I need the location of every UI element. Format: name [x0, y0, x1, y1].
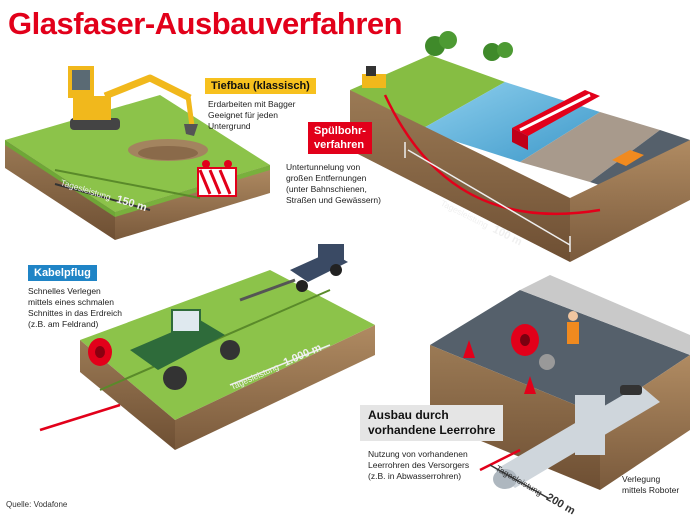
leerrohre-description: Nutzung von vorhandenen Leerrohren des V…: [368, 449, 469, 482]
robot-note: Verlegung mittels Roboter: [622, 474, 679, 496]
spuelbohr-desc-line: Straßen und Gewässern): [286, 195, 381, 205]
drill-rig-icon: [362, 66, 386, 88]
kabelpflug-block: Tagesleistung 1.000 m: [39, 244, 375, 450]
spuelbohr-desc-line: großen Entfernungen: [286, 173, 367, 183]
tiefbau-desc-line: Geeignet für jeden: [208, 110, 278, 120]
page-title: Glasfaser-Ausbauverfahren: [8, 6, 403, 41]
traffic-cone-icon: [524, 376, 536, 394]
leerrohre-desc-line: (z.B. in Abwasserrohren): [368, 471, 462, 481]
worker-icon: [567, 311, 579, 344]
kabelpflug-desc-line: Schnelles Verlegen: [28, 286, 101, 296]
robot-note-line: Verlegung: [622, 474, 661, 484]
robot-note-line: mittels Roboter: [622, 485, 680, 495]
spuelbohr-label-line: Spülbohr-: [314, 125, 366, 137]
cable-reel-icon: [511, 324, 555, 370]
barrier-icon: [197, 160, 237, 197]
sewer-pipe-icon: [493, 385, 660, 489]
kabelpflug-ground-front: [80, 340, 175, 450]
kabelpflug-label: Kabelpflug: [28, 265, 97, 281]
leerrohre-side: [600, 355, 690, 490]
spuelbohr-description: Untertunnelung von großen Entfernungen (…: [286, 162, 381, 206]
robot-icon: [620, 385, 642, 395]
spuelbohr-label: Spülbohr- verfahren: [308, 122, 372, 154]
kabelpflug-desc-line: mittels eines schmalen: [28, 297, 114, 307]
source-credit: Quelle: Vodafone: [6, 500, 68, 509]
tiefbau-block: Tagesleistung 150 m: [5, 66, 270, 240]
spuelbohr-rails: [520, 112, 660, 182]
leerrohre-sidewalk: [520, 275, 690, 355]
traffic-cone-icon: [463, 340, 475, 358]
spuelbohr-block: Tagesleistung 100 m: [350, 31, 690, 262]
spuelbohr-water: [420, 82, 600, 162]
leerrohre-label-line: Ausbau durch: [368, 408, 449, 422]
leerrohre-street: [430, 290, 690, 415]
kabelpflug-description: Schnelles Verlegen mittels eines schmale…: [28, 286, 122, 330]
spuelbohr-side: [570, 140, 690, 262]
tiefbau-label: Tiefbau (klassisch): [205, 78, 316, 94]
leerrohre-label-line: vorhandene Leerrohre: [368, 423, 496, 437]
tiefbau-description: Erdarbeiten mit Bagger Geeignet für jede…: [208, 99, 295, 132]
spuelbohr-label-line: verfahren: [314, 139, 365, 151]
fiber-line: [479, 448, 521, 472]
kabelpflug-ground-side: [175, 325, 375, 450]
leerrohre-desc-line: Leerrohren des Versorgers: [368, 460, 470, 470]
leerrohre-label: Ausbau durch vorhandene Leerrohre: [360, 405, 504, 441]
car-icon: [612, 150, 644, 166]
spuelbohr-desc-line: (unter Bahnschienen,: [286, 184, 367, 194]
leerrohre-desc-line: Nutzung von vorhandenen: [368, 449, 468, 459]
tractor-icon: [130, 309, 240, 390]
train-icon: [512, 90, 600, 150]
excavator-icon: [68, 66, 198, 136]
cable-drum-icon: [88, 338, 112, 366]
spuelbohr-desc-line: Untertunnelung von: [286, 162, 361, 172]
drill-path: [383, 94, 601, 216]
leerrohre-block: Tagesleistung 200 m: [430, 275, 690, 516]
truck-icon: [239, 244, 348, 302]
kabelpflug-desc-line: (z.B. am Feldrand): [28, 319, 99, 329]
tiefbau-ground-front: [5, 140, 115, 240]
tiefbau-desc-line: Erdarbeiten mit Bagger: [208, 99, 296, 109]
tiefbau-desc-line: Untergrund: [208, 121, 251, 131]
kabelpflug-desc-line: Schnittes in das Erdreich: [28, 308, 123, 318]
cable-line: [39, 403, 121, 432]
